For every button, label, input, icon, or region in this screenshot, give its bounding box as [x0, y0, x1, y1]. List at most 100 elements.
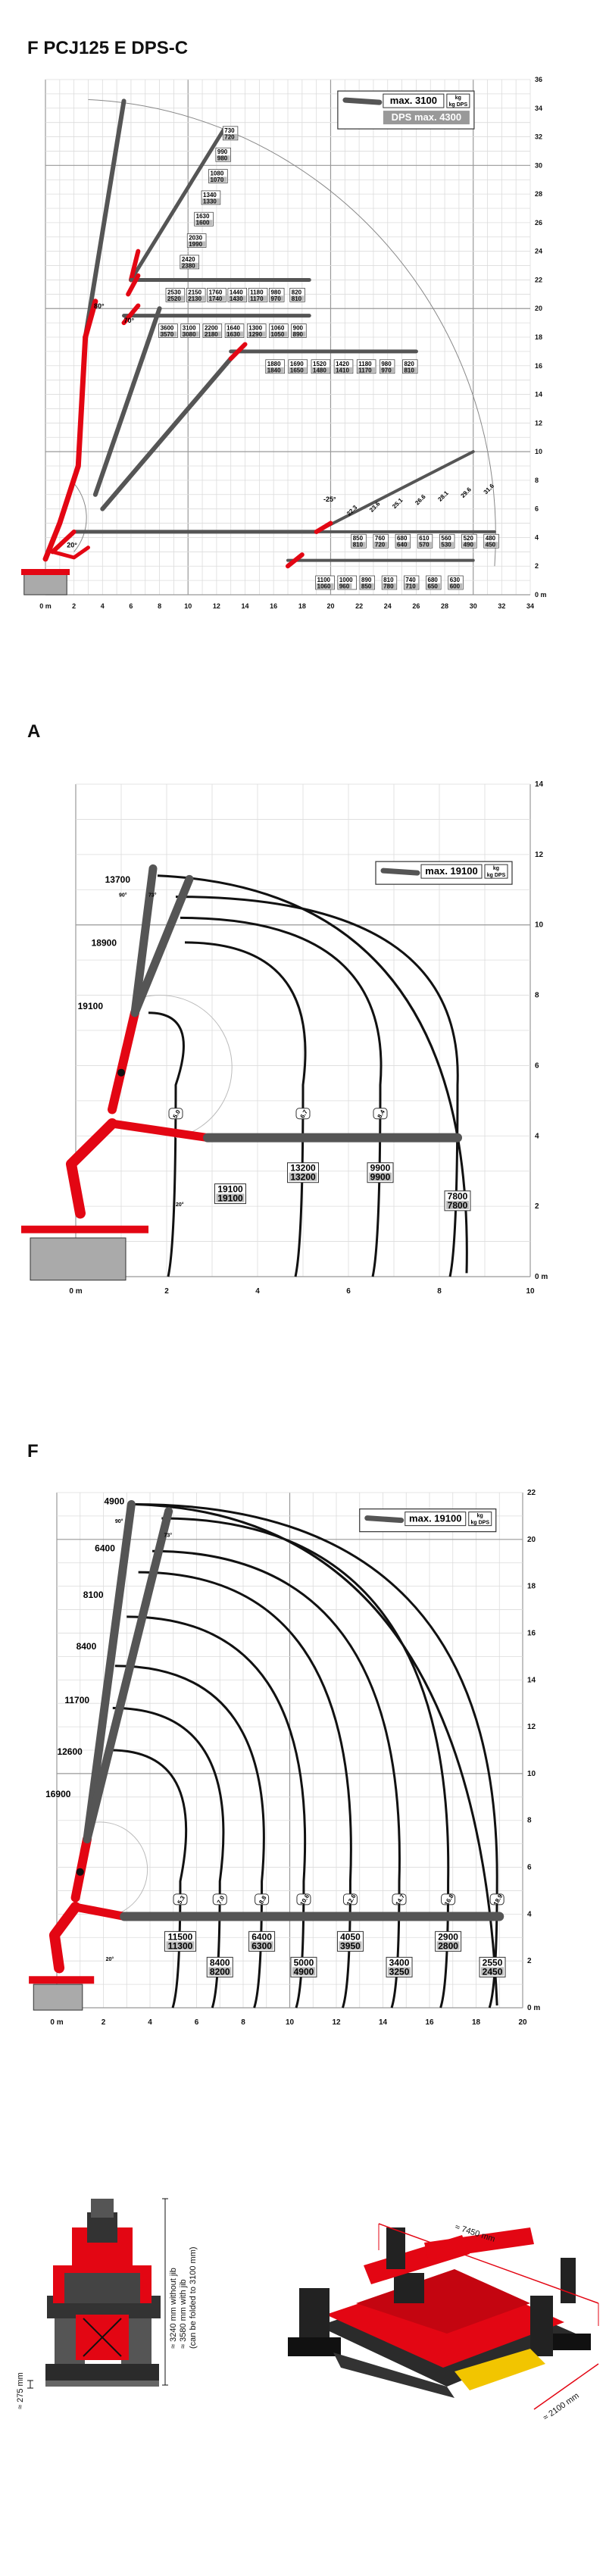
- machine-turret: [21, 1225, 148, 1233]
- boom-45a-load-top: 1060: [270, 325, 284, 332]
- x-tick-label: 8: [241, 2018, 245, 2027]
- envelope-curve: [112, 1706, 225, 2009]
- x-tick-label: 4: [148, 2018, 152, 2027]
- angle-label: -25°: [323, 496, 336, 503]
- boom-45b-load-top: 1180: [358, 361, 372, 367]
- boom-base: [48, 1902, 81, 1974]
- y-tick-label: 0 m: [527, 2004, 540, 2012]
- boom-45b-load-bottom: 970: [381, 367, 392, 374]
- load-bottom: 2800: [438, 1940, 458, 1951]
- boom-70-load-top: 820: [292, 289, 302, 295]
- machine-base: [30, 1237, 127, 1281]
- boom-45a-load-bottom: 1290: [248, 331, 262, 338]
- boom-45a-load-top: 1300: [248, 325, 262, 332]
- x-tick-label: 6: [195, 2018, 199, 2027]
- distance-marker: [295, 1108, 311, 1120]
- boom-45-arm: [100, 356, 233, 511]
- left-load-label: 16900: [45, 1789, 71, 1799]
- y-tick-label: 28: [535, 190, 542, 198]
- boom-70-load-bottom: 2130: [188, 295, 201, 302]
- x-tick-label: 26: [412, 602, 420, 610]
- x-tick-label: 18: [472, 2018, 481, 2027]
- legend-max-label: max. 19100: [409, 1513, 461, 1524]
- distance-marker: [212, 1893, 227, 1905]
- y-tick-label: 4: [535, 1132, 539, 1140]
- left-load-label: 12600: [57, 1746, 83, 1757]
- legend-unit-bottom: kg DPS: [449, 102, 468, 108]
- x-tick-label: 20: [518, 2018, 527, 2027]
- legend-max-label: max. 19100: [425, 865, 477, 877]
- load-bottom: 6300: [251, 1940, 272, 1951]
- boom-base: [66, 1118, 117, 1219]
- y-tick-label: 36: [535, 76, 542, 83]
- boom-73-arm: [130, 874, 194, 1018]
- boom-70-load-top: 1760: [209, 289, 223, 295]
- boom-45a-load-top: 2200: [205, 325, 218, 332]
- load-bottom: 3950: [340, 1940, 361, 1951]
- boom-h-load-bottom: 570: [419, 542, 430, 549]
- boom-h-load-bottom: 490: [464, 542, 474, 549]
- boom-70-load-bottom: 1170: [250, 295, 264, 302]
- boom-h-load-bottom: 530: [441, 542, 451, 549]
- y-tick-label: 2: [535, 1202, 539, 1211]
- envelope-curve: [184, 941, 307, 1277]
- load-top: 6400: [251, 1931, 272, 1942]
- y-tick-label: 8: [535, 992, 539, 1000]
- distance-marker: [168, 1108, 183, 1120]
- legend-boom-icon: [364, 1515, 405, 1524]
- boom-45b-load-bottom: 810: [404, 367, 414, 374]
- boom-80-load-top: 1080: [210, 170, 223, 177]
- diagram-a-title: A: [27, 721, 41, 742]
- boom-h-load-top: 850: [353, 535, 364, 542]
- boom-70-load-dps-bg: [270, 295, 284, 302]
- y-tick-label: 8: [535, 477, 539, 484]
- y-tick-label: 12: [535, 419, 542, 427]
- y-tick-label: 8: [527, 1817, 532, 1825]
- boom-70-load-top: 980: [270, 289, 281, 295]
- boom-low-load-dps-bg: [361, 583, 374, 589]
- boom-h-load-bottom: 810: [353, 542, 364, 549]
- legend-unit-box: [468, 1512, 492, 1527]
- load-dps-bg: [436, 1941, 460, 1950]
- reach-arc: [88, 98, 496, 567]
- legend-unit-bottom: kg DPS: [487, 873, 506, 878]
- boom-low-load-bottom: 850: [361, 583, 372, 590]
- boom-70-load-bottom: 970: [270, 295, 281, 302]
- load-dps-bg: [481, 1967, 504, 1976]
- boom-80-load-dps-bg: [216, 155, 230, 161]
- x-tick-label: 10: [526, 1287, 535, 1296]
- boom-h-load-top: 560: [441, 535, 451, 542]
- boom-jib-70-red: [126, 273, 141, 297]
- boom-horizontal: [50, 530, 319, 554]
- boom-80-base: [42, 334, 89, 562]
- boom-80-load-bottom: 1070: [210, 177, 223, 183]
- x-tick-label: 20: [326, 602, 334, 610]
- x-tick-label: 16: [425, 2018, 434, 2027]
- boom-45a-load-dps-bg: [270, 331, 288, 337]
- x-tick-label: 28: [441, 602, 448, 610]
- boom-45b-load-dps-bg: [380, 367, 394, 373]
- load-bottom: 4900: [294, 1966, 314, 1977]
- boom-low-load-top: 1100: [317, 577, 331, 583]
- y-tick-label: 10: [535, 921, 544, 930]
- boom-80-load-bottom: 1990: [189, 241, 202, 248]
- legend-unit-top: kg: [477, 1514, 483, 1519]
- distance-marker: [392, 1893, 407, 1905]
- boom-h-load-dps-bg: [373, 542, 388, 548]
- boom-80-load-top: 990: [217, 148, 228, 155]
- boom-low-red: [286, 552, 305, 569]
- machine-base: [23, 573, 67, 596]
- x-tick-label: 30: [470, 602, 477, 610]
- boom-45b-load-dps-bg: [403, 367, 417, 373]
- boom-80-load-bottom: 2380: [182, 262, 195, 269]
- angle-label: 73°: [148, 893, 157, 899]
- boom-45b-load-top: 1690: [290, 361, 304, 367]
- boom-73-arm: [83, 1507, 173, 1843]
- x-tick-label: 4: [101, 602, 105, 610]
- load-top: 9900: [370, 1163, 391, 1174]
- boom-45a-load-dps-bg: [181, 331, 199, 337]
- front-view-machine: [45, 2199, 161, 2387]
- y-tick-label: 0 m: [535, 591, 547, 599]
- y-tick-label: 22: [527, 1489, 536, 1497]
